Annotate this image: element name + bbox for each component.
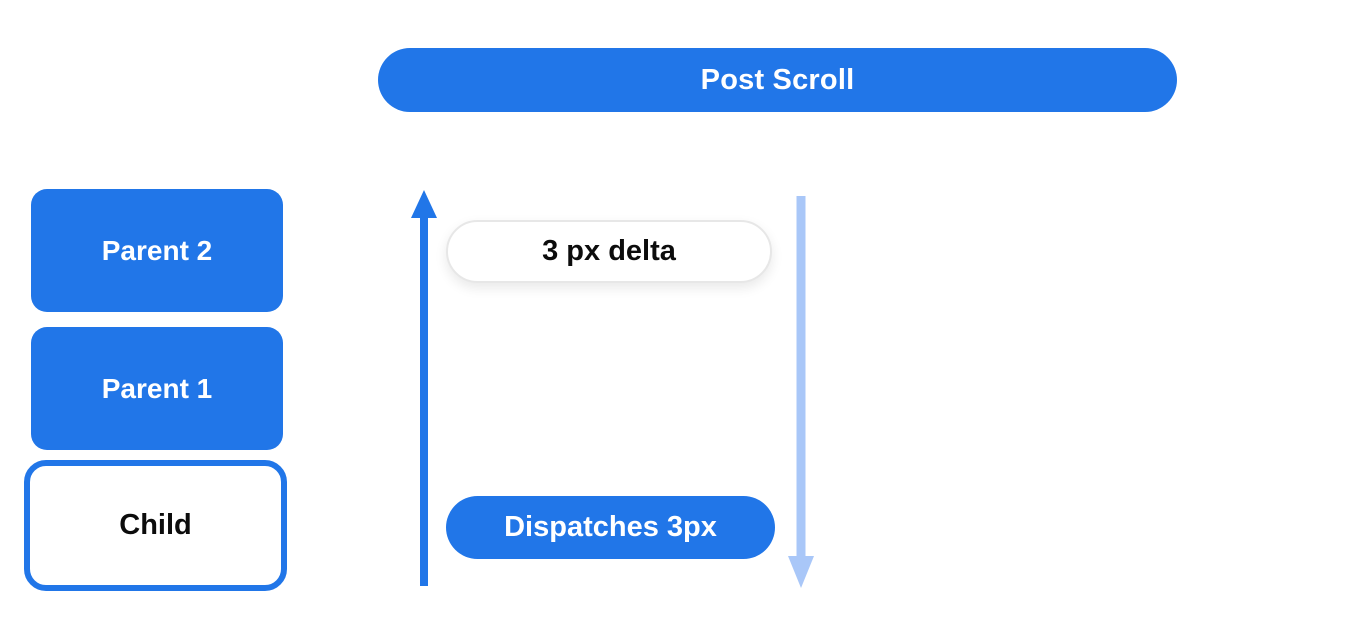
delta-label: 3 px delta [542,235,676,267]
parent2-label: Parent 2 [101,234,213,266]
child-label: Child [119,509,192,541]
arrow-up-icon [411,190,437,586]
post-scroll-label: Post Scroll [700,63,855,96]
parent1-node: Parent 1 [31,327,283,450]
dispatch-pill: Dispatches 3px [446,496,775,559]
delta-pill: 3 px delta [446,220,772,283]
parent1-label: Parent 1 [101,372,213,404]
dispatch-label: Dispatches 3px [504,511,717,543]
post-scroll-pill: Post Scroll [378,48,1177,112]
parent2-node: Parent 2 [31,189,283,312]
arrow-down-icon [788,196,814,588]
child-node: Child [24,460,287,591]
